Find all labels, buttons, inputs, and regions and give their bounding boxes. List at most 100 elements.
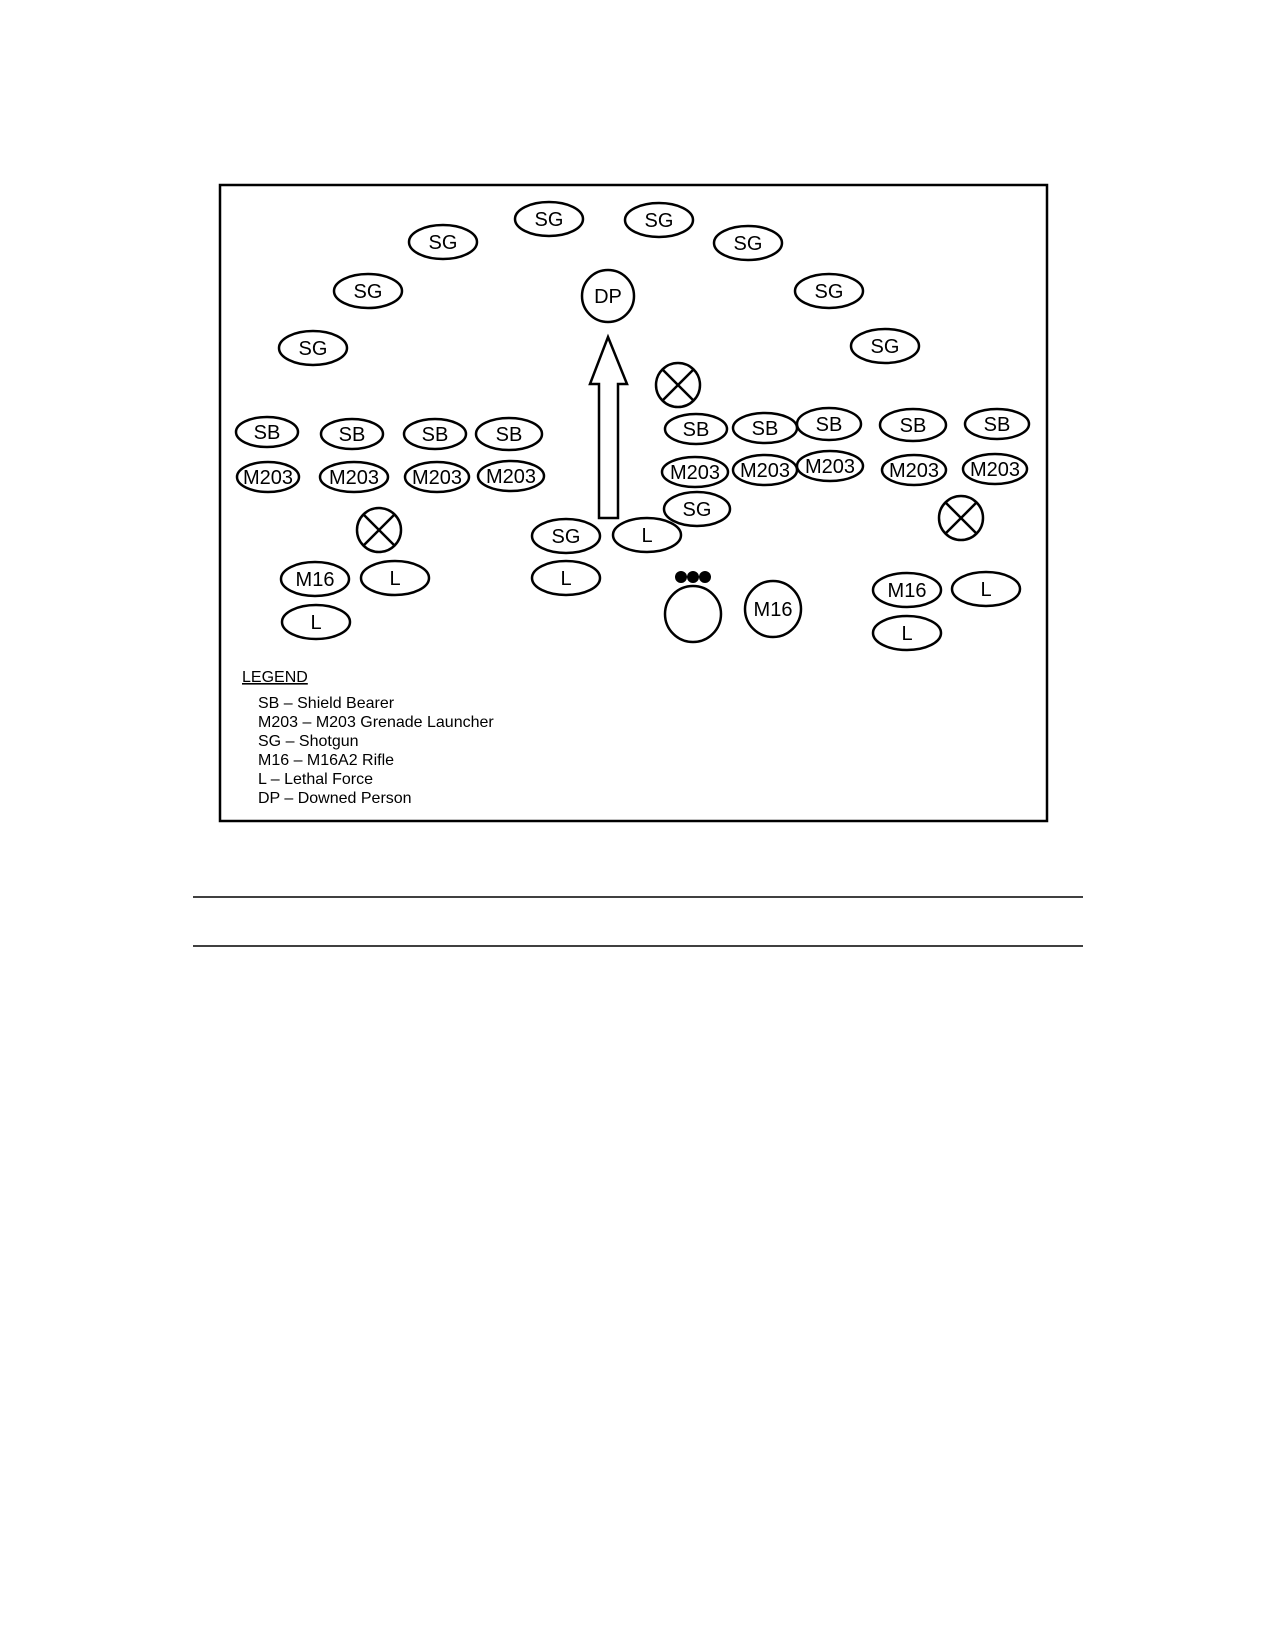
- unit-label: SB: [816, 414, 843, 436]
- unit-sb: SB: [402, 417, 468, 451]
- advance-arrow: [588, 333, 629, 520]
- unit-label: L: [310, 612, 321, 634]
- unit-marker-shape: [332, 272, 404, 310]
- unit-marker-shape: [795, 449, 865, 483]
- unit-sg: SG: [277, 329, 349, 367]
- unit-label: L: [641, 525, 652, 547]
- unit-l: L: [530, 559, 602, 597]
- unit-sb: SB: [663, 412, 729, 446]
- unit-label: SB: [683, 419, 710, 441]
- unit-sg: SG: [793, 272, 865, 310]
- unit-sg: SG: [712, 224, 784, 262]
- unit-marker-shape: [476, 459, 546, 493]
- unit-m203: M203: [235, 460, 301, 494]
- unit-marker-shape: [407, 223, 479, 261]
- unit-label: M203: [670, 462, 720, 484]
- unit-label: M203: [970, 459, 1020, 481]
- unit-label: SG: [734, 233, 763, 255]
- legend-item-m203: M203 – M203 Grenade Launcher: [258, 714, 494, 731]
- unit-label: L: [560, 568, 571, 590]
- unit-label: SB: [422, 424, 449, 446]
- unit-marker-shape: [319, 417, 385, 451]
- legend-item-sg: SG – Shotgun: [258, 733, 359, 750]
- unit-label: SG: [871, 336, 900, 358]
- unit-marker-shape: [871, 614, 943, 652]
- unit-sb: SB: [234, 415, 300, 449]
- unit-m203: M203: [880, 453, 948, 487]
- unit-l: L: [950, 570, 1022, 608]
- unit-marker-shape: [318, 460, 390, 494]
- unit-l: L: [359, 559, 431, 597]
- unit-sg: SG: [332, 272, 404, 310]
- unit-sb: SB: [731, 411, 799, 445]
- unit-marker-shape: [950, 570, 1022, 608]
- unit-marker-shape: [611, 516, 683, 554]
- unit-label: SG: [429, 232, 458, 254]
- crossed-circle-icon: [937, 494, 985, 542]
- unit-m203: M203: [318, 460, 390, 494]
- unit-label: SG: [645, 210, 674, 232]
- unit-marker-shape: [795, 406, 863, 442]
- unit-label: L: [901, 623, 912, 645]
- unit-marker-shape: [235, 460, 301, 494]
- unit-label: DP: [594, 286, 622, 308]
- unit-label: SG: [815, 281, 844, 303]
- unit-sg: SG: [513, 200, 585, 238]
- unit-sg: SG: [530, 517, 602, 555]
- unit-label: M16: [754, 599, 793, 621]
- unit-marker-shape: [403, 460, 471, 494]
- unit-label: SG: [299, 338, 328, 360]
- legend-item-m16: M16 – M16A2 Rifle: [258, 752, 394, 769]
- unit-marker-shape: [359, 559, 431, 597]
- unit-sb: SB: [963, 407, 1031, 441]
- unit-marker-shape: [712, 224, 784, 262]
- legend-item-l: L – Lethal Force: [258, 771, 373, 788]
- unit-label: M16: [888, 580, 927, 602]
- unit-marker-shape: [277, 329, 349, 367]
- unit-marker-shape: [530, 559, 602, 597]
- unit-label: M203: [486, 466, 536, 488]
- unit-label: M203: [740, 460, 790, 482]
- unit-label: SB: [752, 418, 779, 440]
- unit-marker-shape: [513, 200, 585, 238]
- unit-m16: M16: [743, 579, 803, 639]
- unit-m203: M203: [731, 453, 799, 487]
- unit-marker-shape: [961, 452, 1029, 486]
- legend-item-dp: DP – Downed Person: [258, 790, 412, 807]
- unit-label: M203: [329, 467, 379, 489]
- unit-marker-shape: [880, 453, 948, 487]
- unit-label: M203: [412, 467, 462, 489]
- unit-m16: M16: [279, 560, 351, 598]
- unit-label: SG: [354, 281, 383, 303]
- unit-marker-shape: [871, 571, 943, 609]
- unit-sb: SB: [319, 417, 385, 451]
- unit-label: SB: [984, 414, 1011, 436]
- unit-label: M16: [296, 569, 335, 591]
- legend: LEGEND SB – Shield Bearer M203 – M203 Gr…: [242, 669, 494, 807]
- diagram-frame: [218, 183, 1049, 823]
- unit-sg: SG: [407, 223, 479, 261]
- unit-l: L: [611, 516, 683, 554]
- unit-label: SB: [254, 422, 281, 444]
- unit-marker-shape: [878, 407, 948, 443]
- units-layer: SG SG SG SG SG SG SG SG SG DP SB SB SB SB M203 M203 M203…: [234, 200, 1031, 652]
- unit-label: L: [389, 568, 400, 590]
- unit-sg: SG: [849, 327, 921, 365]
- unit-m16: M16: [871, 571, 943, 609]
- unit-label: L: [980, 579, 991, 601]
- unit-label: M203: [243, 467, 293, 489]
- unit-sg: SG: [623, 201, 695, 239]
- unit-sb: SB: [795, 406, 863, 442]
- crossed-circle-icon: [654, 361, 702, 409]
- unit-marker-shape: [663, 412, 729, 446]
- unit-label: SB: [496, 424, 523, 446]
- unit-sb: SB: [878, 407, 948, 443]
- crossed-circle-icon: [355, 506, 403, 554]
- unit-label: SB: [339, 424, 366, 446]
- unit-marker-shape: [662, 490, 732, 528]
- unit-label: SG: [552, 526, 581, 548]
- unit-m203: M203: [961, 452, 1029, 486]
- unit-marker-shape: [530, 517, 602, 555]
- unit-m203: M203: [476, 459, 546, 493]
